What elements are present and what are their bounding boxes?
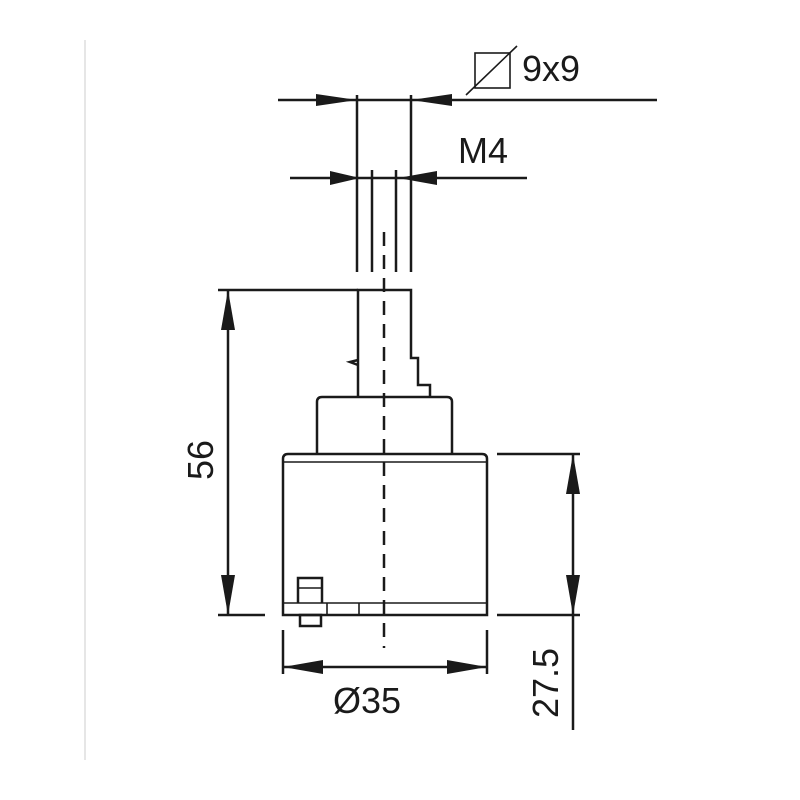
thread-label: M4 (458, 130, 508, 171)
cartridge-outline (281, 288, 489, 628)
diameter-dimension: Ø35 (281, 630, 489, 721)
square-symbol-icon (474, 52, 511, 89)
square-drive-label: 9x9 (522, 48, 580, 89)
total-height-dimension: 56 (180, 288, 358, 617)
total-height-label: 56 (180, 440, 221, 480)
diameter-label: Ø35 (333, 680, 401, 721)
thread-dimension: M4 (290, 130, 527, 272)
body-height-dimension: 27.5 (497, 452, 580, 730)
body-height-label: 27.5 (525, 648, 566, 718)
square-drive-dimension: 9x9 (278, 45, 657, 272)
